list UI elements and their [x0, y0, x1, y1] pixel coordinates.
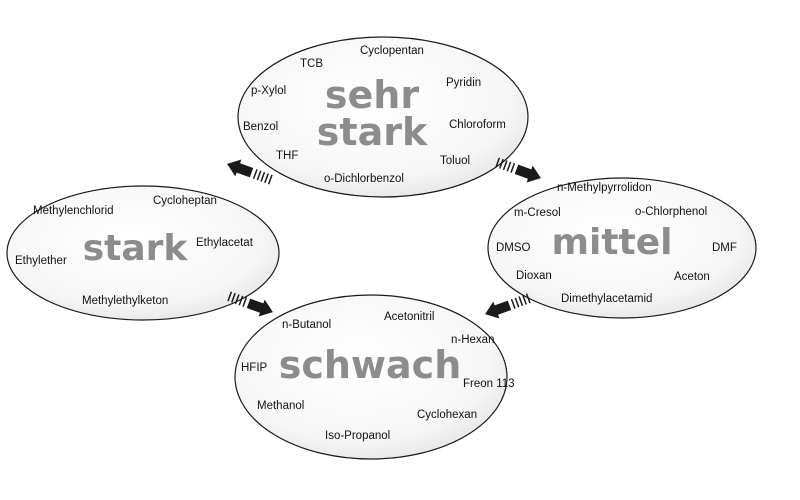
- solvent-hfip: HFIP: [241, 362, 268, 374]
- solvent-thf: THF: [276, 150, 298, 162]
- striped-arrow-icon: [227, 159, 273, 185]
- label-stark: stark: [83, 228, 189, 269]
- striped-arrow-icon: [227, 291, 273, 317]
- solvent-cyclohexan: Cyclohexan: [417, 409, 477, 421]
- solvent-p-xylol: p-Xylol: [251, 85, 286, 97]
- solvent-n-hexan: n-Hexan: [451, 334, 494, 346]
- label-sehr: sehr: [325, 73, 419, 117]
- solvent-methanol: Methanol: [257, 400, 304, 412]
- solvent-n-butanol: n-Butanol: [282, 319, 331, 331]
- striped-arrow-icon: [485, 293, 531, 319]
- solvent-toluol: Toluol: [440, 155, 470, 167]
- solvent-pyridin: Pyridin: [446, 77, 481, 89]
- solvent-dimethylacetamid: Dimethylacetamid: [561, 293, 652, 305]
- solvent-ethylether: Ethylether: [15, 255, 67, 267]
- solvent-dmf: DMF: [712, 242, 737, 254]
- solvent-aceton: Aceton: [674, 271, 710, 283]
- group-stark: stark Methylenchlorid Cycloheptan Ethyla…: [6, 185, 280, 321]
- solvent-tcb: TCB: [300, 58, 323, 70]
- ellipse-sehr-stark: [237, 36, 529, 198]
- solvent-iso-propanol: Iso-Propanol: [325, 430, 390, 442]
- solvent-benzol: Benzol: [243, 121, 278, 133]
- solvent-cyclopentan: Cyclopentan: [360, 45, 424, 57]
- ellipse-mittel: [487, 177, 757, 319]
- striped-arrow-icon: [495, 157, 541, 183]
- solvent-freon-113: Freon 113: [463, 378, 515, 390]
- label-stark-line2: stark: [317, 110, 428, 154]
- solvent-chloroform: Chloroform: [449, 119, 506, 131]
- group-schwach: schwach n-Butanol Acetonitril n-Hexan HF…: [234, 294, 515, 460]
- solvent-cycloheptan: Cycloheptan: [153, 195, 217, 207]
- label-mittel: mittel: [551, 222, 672, 263]
- solvent-dmso: DMSO: [496, 242, 531, 254]
- group-sehr-stark: sehr stark Cyclopentan TCB p-Xylol Pyrid…: [237, 36, 529, 198]
- solvent-dioxan: Dioxan: [516, 270, 552, 282]
- solvent-n-methylpyrrolidon: n-Methylpyrrolidon: [557, 182, 652, 194]
- solvent-o-dichlorbenzol: o-Dichlorbenzol: [324, 173, 404, 185]
- group-mittel: mittel n-Methylpyrrolidon m-Cresol o-Chl…: [487, 177, 757, 319]
- solvent-acetonitril: Acetonitril: [384, 311, 435, 323]
- ellipse-schwach: [234, 294, 508, 460]
- solvent-o-chlorphenol: o-Chlorphenol: [635, 206, 707, 218]
- ellipse-stark: [6, 185, 280, 321]
- solvent-ethylacetat: Ethylacetat: [196, 237, 254, 249]
- solvent-methylenchlorid: Methylenchlorid: [33, 205, 114, 217]
- label-schwach: schwach: [279, 343, 462, 387]
- solvent-methylethylketon: Methylethylketon: [82, 295, 168, 307]
- solvent-m-cresol: m-Cresol: [514, 207, 561, 219]
